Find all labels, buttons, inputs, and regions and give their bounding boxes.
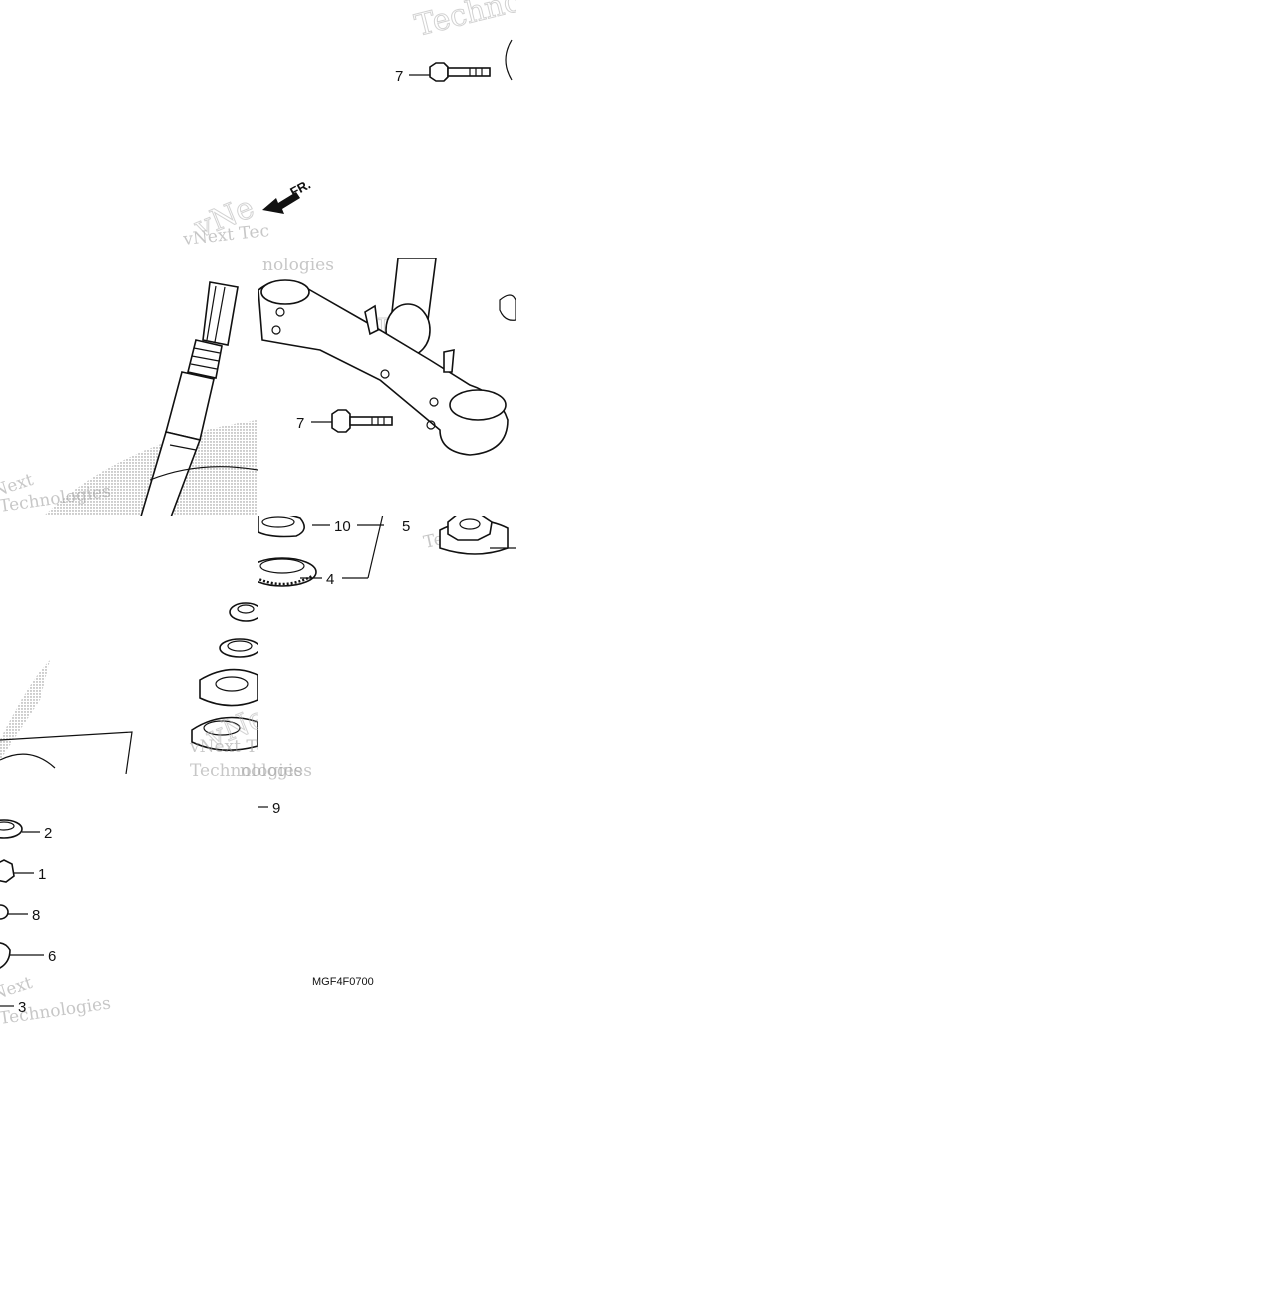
callout-7-top: 7 xyxy=(395,68,403,85)
steering-stem-shaft xyxy=(140,281,258,516)
watermark-nologies-top: nologies xyxy=(262,255,334,275)
dust-seal-10 xyxy=(258,516,305,538)
callout-2: 2 xyxy=(44,825,52,842)
adjusting-nut xyxy=(199,668,258,707)
upper-race xyxy=(191,716,258,751)
front-arrow: FR. xyxy=(262,177,313,214)
upper-bridge xyxy=(258,279,516,456)
callout-10: 10 xyxy=(334,518,351,535)
honda-wing-watermark xyxy=(44,420,258,516)
tile-steering-stem: Next Technologies xyxy=(0,281,258,516)
callout-1: 1 xyxy=(38,866,46,883)
watermark-technologies-bottom: Technologies xyxy=(0,993,112,1028)
drawing-code: MGF4F0700 xyxy=(312,976,374,988)
tile-top-right: Techno xyxy=(409,0,525,82)
callout-bracket-leader xyxy=(367,516,384,579)
callout-4: 4 xyxy=(326,571,334,588)
bearing-4 xyxy=(258,557,317,587)
lower-race-edge xyxy=(0,753,56,769)
steering-nut-right xyxy=(439,516,509,555)
bracket-outline xyxy=(0,731,133,774)
bolt-7-mid xyxy=(331,409,393,433)
callout-6: 6 xyxy=(48,948,56,965)
tile-bearing-parts: Techno xyxy=(258,516,516,587)
washer-2 xyxy=(0,819,23,839)
nut-1 xyxy=(0,859,15,883)
lock-washer xyxy=(219,638,258,658)
bolt-7-top xyxy=(429,62,491,82)
tile-fork-bridge: HONDA nologies xyxy=(258,255,516,456)
callout-8: 8 xyxy=(32,907,40,924)
watermark-nologies-mid: nologies xyxy=(240,761,312,781)
callout-7-mid: 7 xyxy=(296,415,304,432)
lower-bracket-edge xyxy=(505,39,513,81)
washer-8 xyxy=(0,904,9,920)
tile-lower-stack: vNext Tec vNe xyxy=(0,602,276,774)
watermark-techno: Techno xyxy=(411,0,525,44)
lock-nut-small xyxy=(229,602,258,622)
watermark-technologies-mid: Technologies xyxy=(190,761,303,781)
callout-3: 3 xyxy=(18,999,26,1016)
cap-6 xyxy=(0,942,11,969)
callout-9: 9 xyxy=(272,800,280,817)
callout-5: 5 xyxy=(402,518,410,535)
honda-wing-watermark-lower xyxy=(0,660,50,760)
watermark-vnext-tech-2: vNext Tec xyxy=(189,737,276,757)
